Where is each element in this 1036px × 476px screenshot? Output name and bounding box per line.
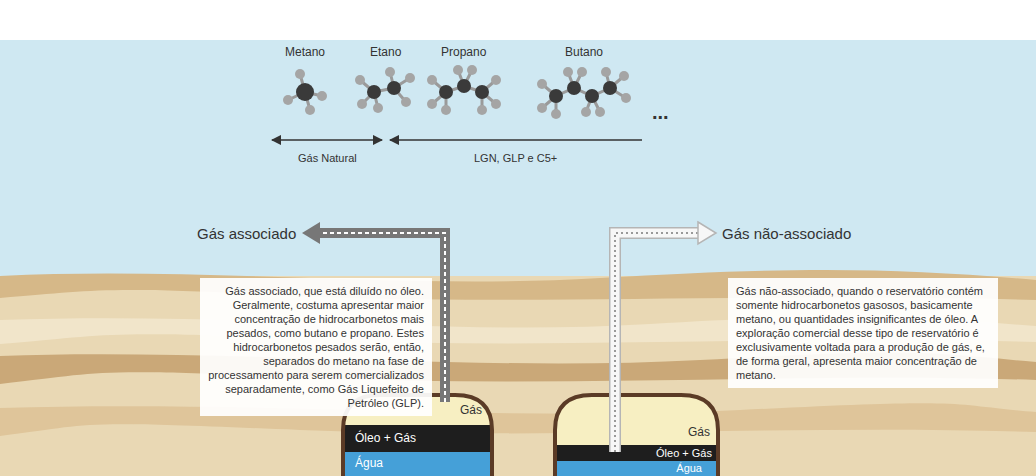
top-band xyxy=(0,0,1036,40)
section-heading: Gás associado xyxy=(197,225,296,242)
node-text: Gás não-associado, quando o reservatório… xyxy=(736,284,990,382)
node-text: Óleo + Gás xyxy=(656,445,712,461)
description-box: Gás associado, que está diluído no óleo.… xyxy=(200,278,432,416)
hydrogen-atoms xyxy=(283,65,631,119)
node-text: Gás xyxy=(688,425,710,439)
molecule-bonds xyxy=(288,70,626,114)
section-heading: Gás não-associado xyxy=(722,225,851,242)
node-text: Água xyxy=(355,452,383,474)
gas-layer: Gás xyxy=(620,395,718,445)
pipe-non-associated xyxy=(615,222,716,452)
continuation-mark: ... xyxy=(652,101,669,124)
ground xyxy=(0,276,1036,476)
gas-layer: Gás xyxy=(343,395,492,425)
oil-gas-layer: Óleo + Gás xyxy=(343,425,492,452)
molecule-name: Butano xyxy=(565,45,603,59)
node-text: Óleo + Gás xyxy=(355,425,416,452)
reservoir-right xyxy=(555,395,718,476)
carbon-atoms xyxy=(296,79,617,103)
range-arrow xyxy=(390,139,642,141)
description-box: Gás não-associado, quando o reservatório… xyxy=(728,278,998,388)
node-text: Água xyxy=(676,461,702,475)
reservoir-outline xyxy=(555,395,718,476)
water-layer: Água xyxy=(343,452,492,476)
range-arrow xyxy=(272,139,382,141)
molecule-name: Etano xyxy=(370,45,401,59)
rock-layer xyxy=(0,403,1036,436)
node-text: Gás associado, que está diluído no óleo.… xyxy=(208,284,424,410)
range-label: LGN, GLP e C5+ xyxy=(474,152,557,164)
molecule-name: Propano xyxy=(441,45,486,59)
molecule-name: Metano xyxy=(285,45,325,59)
node-text: Gás xyxy=(460,395,482,425)
water-layer: Água xyxy=(622,461,718,476)
range-label: Gás Natural xyxy=(298,152,357,164)
oil-gas-layer: Óleo + Gás xyxy=(622,445,718,461)
